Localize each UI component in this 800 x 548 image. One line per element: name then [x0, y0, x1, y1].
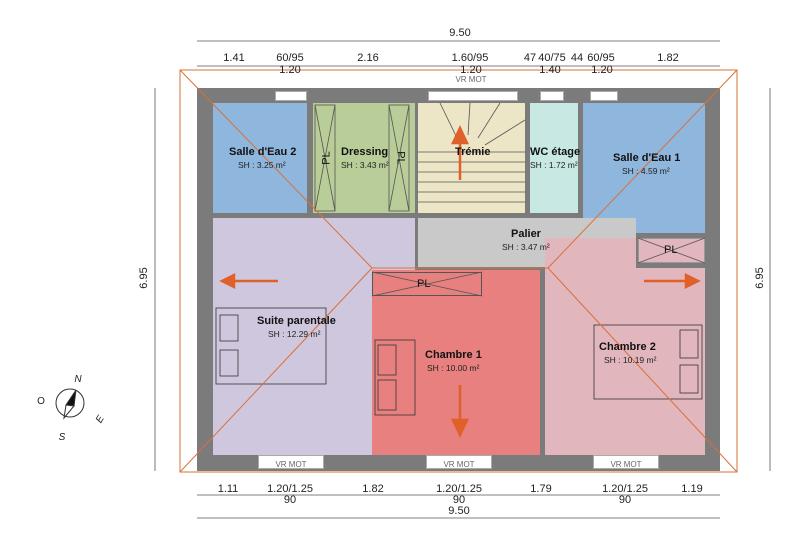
dim-segment: 1.41 [223, 52, 245, 64]
dim-segment: 1.82 [362, 483, 384, 495]
dim-segment: 1.11 [217, 483, 239, 495]
dim-sub: 1.20 [591, 64, 613, 76]
compass-n: N [74, 374, 82, 385]
dim-segment: 1.79 [530, 483, 552, 495]
dim-right: 6.95 [754, 267, 766, 289]
dim-segment: 60/95 [276, 52, 304, 64]
room-chambre-2-upper [545, 238, 636, 268]
room-chambre-2[interactable] [545, 268, 705, 455]
dim-segment: 1.20/1.25 [436, 483, 482, 495]
room-name: Salle d'Eau 1 [613, 152, 681, 164]
room-name: Dressing [341, 146, 389, 158]
roof-lines [179, 69, 738, 473]
room-wc[interactable] [530, 103, 578, 213]
closet-crosses [314, 104, 706, 297]
dim-segment: 44 [570, 52, 584, 64]
dim-total-bottom: 9.50 [448, 505, 470, 517]
dim-sub: 1.20 [279, 64, 301, 76]
closet-label: PL [417, 278, 431, 290]
dim-segment: 1.19 [681, 483, 703, 495]
room-name: Chambre 2 [599, 341, 656, 353]
closet-label: PL [664, 244, 678, 256]
room-name: Trémie [455, 146, 491, 158]
dim-segment: 1.20/1.25 [267, 483, 313, 495]
dim-total-top: 9.50 [449, 27, 471, 39]
dim-segment: 47 [523, 52, 537, 64]
compass-icon [55, 388, 85, 420]
window [426, 455, 492, 469]
dim-sub: 90 [283, 494, 297, 506]
room-area: SH : 10.19 m² [604, 355, 657, 365]
dim-sub: 90 [618, 494, 632, 506]
pl-closet-chambre-1 [372, 272, 482, 296]
dim-sub: 1.20 [460, 64, 482, 76]
room-area: SH : 3.43 m² [341, 160, 389, 170]
room-tremie[interactable] [418, 103, 525, 213]
stairs [418, 102, 526, 203]
window [590, 91, 618, 101]
dim-segment: 60/95 [587, 52, 615, 64]
window [593, 455, 659, 469]
dim-sub: 90 [452, 494, 466, 506]
compass-s: S [58, 432, 66, 443]
window [540, 91, 564, 101]
room-dressing[interactable] [313, 103, 415, 213]
dim-sub: 1.40 [539, 64, 561, 76]
room-name: Suite parentale [257, 315, 336, 327]
room-name: Chambre 1 [425, 349, 482, 361]
shutter-label: VR MOT [275, 460, 307, 469]
room-area: SH : 12.29 m² [268, 329, 321, 339]
room-name: Palier [511, 228, 541, 240]
shutter-label: VR MOT [443, 460, 475, 469]
room-salle-eau-2[interactable] [213, 103, 307, 213]
dim-left: 6.95 [138, 267, 150, 289]
window [428, 91, 518, 101]
beds [215, 307, 703, 416]
closet-label: PL [320, 151, 333, 165]
dim-segment: 1.60/95 [451, 52, 489, 64]
dim-segment: 1.82 [657, 52, 679, 64]
room-area: SH : 1.72 m² [530, 160, 578, 170]
room-area: SH : 10.00 m² [427, 363, 480, 373]
room-area: SH : 3.47 m² [502, 242, 550, 252]
room-area: SH : 4.59 m² [622, 166, 670, 176]
window [258, 455, 324, 469]
window [275, 91, 307, 101]
dim-segment: 40/75 [538, 52, 566, 64]
dimension-lines [154, 40, 771, 519]
closet-label: PL [394, 151, 407, 165]
room-area: SH : 3.25 m² [238, 160, 286, 170]
dim-segment: 1.20/1.25 [602, 483, 648, 495]
shutter-label: VR MOT [610, 460, 642, 469]
shutter-label: VR MOT [455, 75, 487, 84]
slope-arrows [219, 125, 701, 438]
compass-o: O [37, 396, 45, 407]
room-name: WC étage [530, 146, 581, 158]
room-name: Salle d'Eau 2 [229, 146, 297, 158]
dim-segment: 2.16 [357, 52, 379, 64]
